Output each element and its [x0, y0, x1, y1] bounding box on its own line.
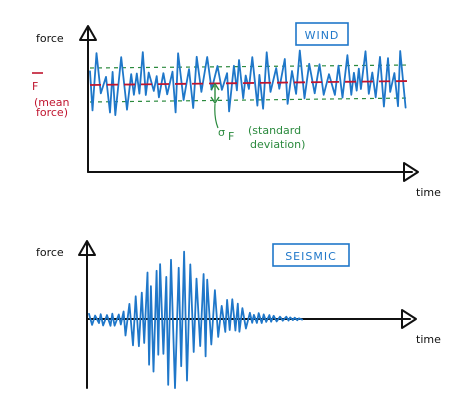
seismic-y-axis-label: force [36, 246, 64, 259]
wind-std-caption-2: deviation) [250, 138, 305, 151]
wind-mean-caption-1: (mean [34, 96, 70, 109]
wind-mean-caption-2: force) [36, 106, 68, 119]
wind-x-axis-arrow [403, 162, 419, 182]
wind-title: WIND [305, 29, 340, 42]
wind-sigma-subscript: F [228, 130, 234, 143]
wind-y-axis-arrow [79, 25, 97, 41]
wind-x-axis-label: time [416, 186, 441, 199]
seismic-title: SEISMIC [285, 250, 337, 263]
seismic-x-axis-arrow [401, 309, 417, 329]
wind-mean-symbol: F [32, 80, 38, 93]
seismic-panel: force time SEISMIC [36, 240, 441, 390]
wind-title-box [295, 22, 349, 46]
seismic-y-axis-arrow [78, 240, 96, 256]
wind-sigma-leader [214, 103, 219, 129]
seismic-title-box [272, 243, 350, 267]
wind-mean-line [89, 80, 411, 86]
seismic-signal-trace [88, 250, 304, 390]
seismic-x-axis-label: time [416, 333, 441, 346]
wind-y-axis-label: force [36, 32, 64, 45]
wind-std-caption-1: (standard [248, 124, 301, 137]
wind-panel: force time WIND F (mean force) σ F (stan… [32, 22, 441, 199]
wind-std-upper-line [89, 64, 411, 69]
wind-sigma-arrow-head-up [210, 82, 220, 91]
wind-std-lower-line [89, 97, 411, 103]
wind-sigma-arrow-head-down [210, 96, 220, 105]
wind-sigma-symbol: σ [218, 126, 225, 139]
